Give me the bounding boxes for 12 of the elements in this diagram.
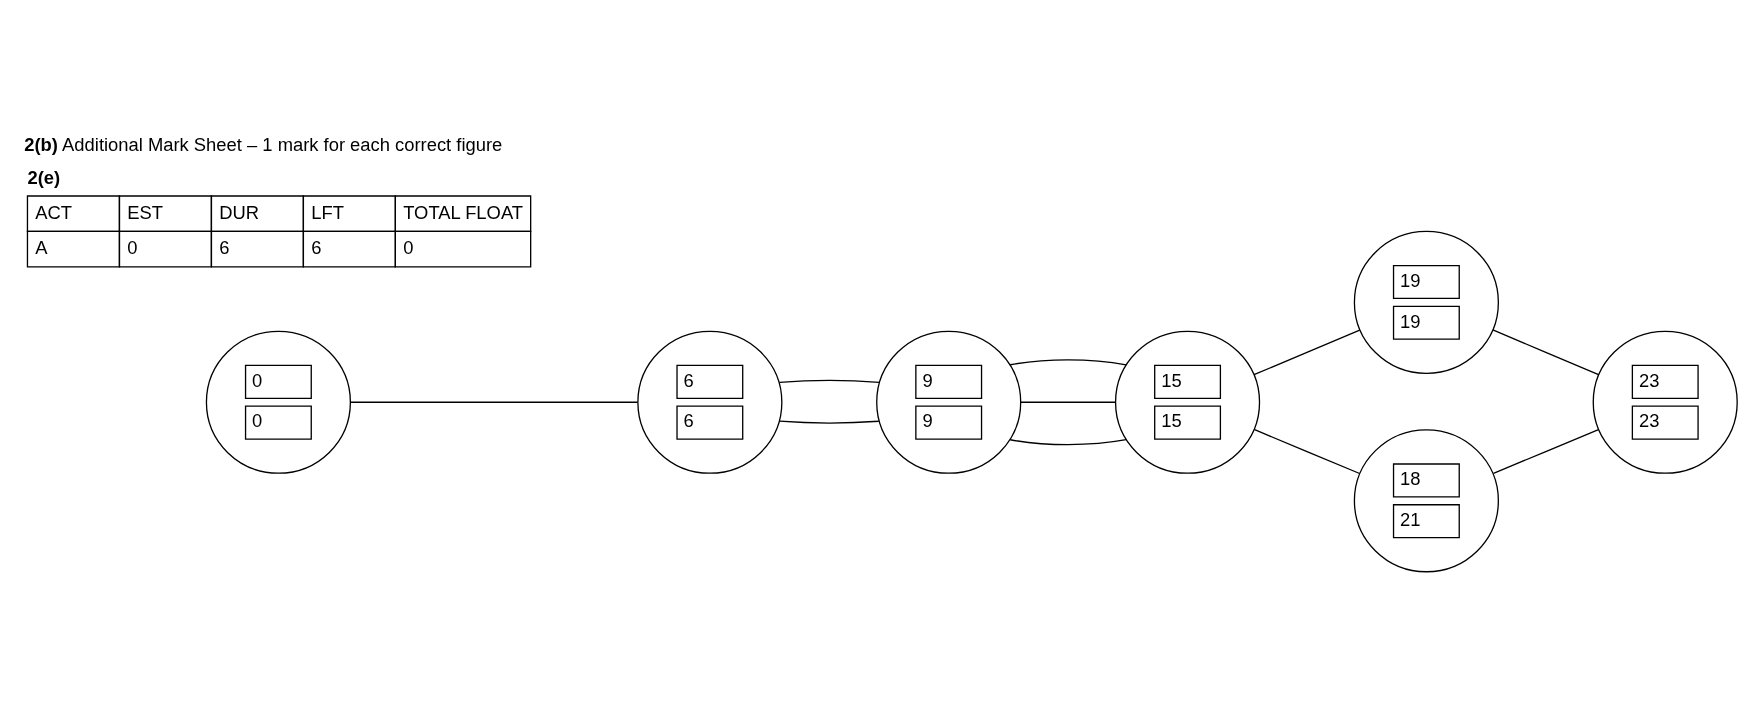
- label: EST: [127, 201, 164, 223]
- label: LFT: [311, 201, 344, 223]
- label: ACT: [35, 201, 73, 223]
- diagram-title: 2(b) Additional Mark Sheet – 1 mark for each correct figure: [24, 133, 503, 155]
- label: TOTAL FLOAT: [403, 201, 524, 223]
- label: 0: [403, 237, 414, 259]
- label: 6: [311, 237, 322, 259]
- label: 6: [219, 237, 230, 259]
- label: A: [35, 237, 48, 259]
- label: DUR: [219, 201, 260, 223]
- label: 2(e): [27, 167, 61, 189]
- label: 0: [127, 237, 138, 259]
